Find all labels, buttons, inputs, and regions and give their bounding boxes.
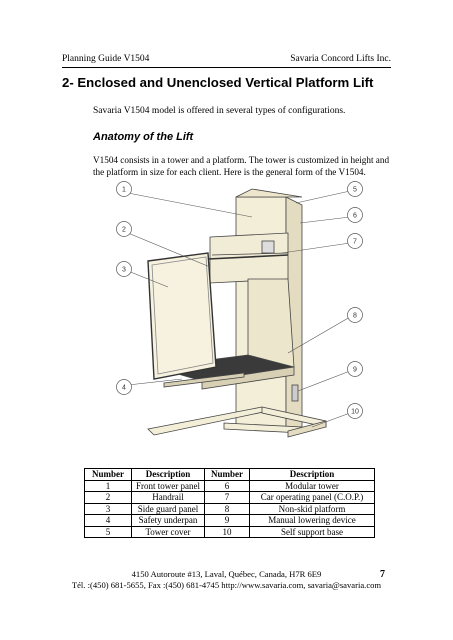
table-header: Description — [248, 468, 375, 481]
callout-4: 4 — [122, 385, 126, 392]
intro-text: Savaria V1504 model is offered in severa… — [93, 106, 346, 116]
header-left: Planning Guide V1504 — [62, 54, 150, 64]
table-cell: 6 — [203, 479, 250, 492]
table-row: 2 Handrail 7 Car operating panel (C.O.P.… — [84, 491, 375, 504]
table-cell: 8 — [203, 502, 250, 515]
table-row: 1 Front tower panel 6 Modular tower — [84, 479, 375, 492]
header-rule — [62, 67, 391, 68]
table-header: Number — [203, 468, 250, 481]
table-row: 3 Side guard panel 8 Non-skid platform — [84, 502, 375, 515]
table-cell: Manual lowering device — [248, 514, 375, 527]
table-cell: Non-skid platform — [248, 502, 375, 515]
table-cell: Handrail — [131, 491, 205, 504]
table-cell: 5 — [84, 525, 132, 538]
table-cell: 2 — [84, 491, 132, 504]
callout-3: 3 — [122, 267, 126, 274]
table-cell: Modular tower — [248, 479, 375, 492]
safety-underpan — [163, 372, 245, 388]
table-cell: 10 — [203, 525, 250, 538]
table-row: 4 Safety underpan 9 Manual lowering devi… — [84, 514, 375, 527]
subsection-title: Anatomy of the Lift — [93, 131, 194, 143]
table-row: 5 Tower cover 10 Self support base — [84, 525, 375, 538]
footer-address: 4150 Autoroute #13, Laval, Québec, Canad… — [131, 569, 322, 579]
table-cell: Car operating panel (C.O.P.) — [248, 491, 375, 504]
handrail — [207, 254, 289, 260]
table-header: Number — [84, 468, 132, 481]
table-cell: Self support base — [248, 525, 375, 538]
table-cell: 7 — [203, 491, 250, 504]
table-header: Description — [131, 468, 205, 481]
callout-1: 1 — [122, 187, 126, 194]
callout-10: 10 — [351, 409, 359, 416]
section-title: 2- Enclosed and Unenclosed Vertical Plat… — [62, 75, 374, 90]
callout-5: 5 — [353, 187, 357, 194]
table-cell: 4 — [84, 514, 132, 527]
table-cell: Front tower panel — [131, 479, 205, 492]
table-cell: Tower cover — [131, 525, 205, 538]
table-cell: 9 — [203, 514, 250, 527]
table-cell: 1 — [84, 479, 132, 492]
callout-9: 9 — [353, 367, 357, 374]
table-cell: Side guard panel — [131, 502, 205, 515]
body-paragraph: V1504 consists in a tower and a platform… — [93, 155, 390, 177]
callout-8: 8 — [353, 313, 357, 320]
cop-panel — [261, 240, 275, 254]
side-guard-panel — [147, 252, 217, 380]
table-cell: 3 — [84, 502, 132, 515]
components-table: Number Description Number Description 1 … — [84, 468, 375, 538]
callout-7: 7 — [353, 239, 357, 246]
footer-contact: Tél. :(450) 681-5655, Fax :(450) 681-474… — [71, 580, 382, 590]
table-cell: Safety underpan — [131, 514, 205, 527]
callout-6: 6 — [353, 213, 357, 220]
lift-diagram: 1 2 3 4 5 6 7 8 9 10 — [116, 181, 363, 438]
page-number: 7 — [380, 569, 385, 580]
tower-top — [235, 188, 303, 198]
lowering-device — [291, 384, 299, 402]
callout-2: 2 — [122, 227, 126, 234]
header-right: Savaria Concord Lifts Inc. — [290, 54, 391, 64]
